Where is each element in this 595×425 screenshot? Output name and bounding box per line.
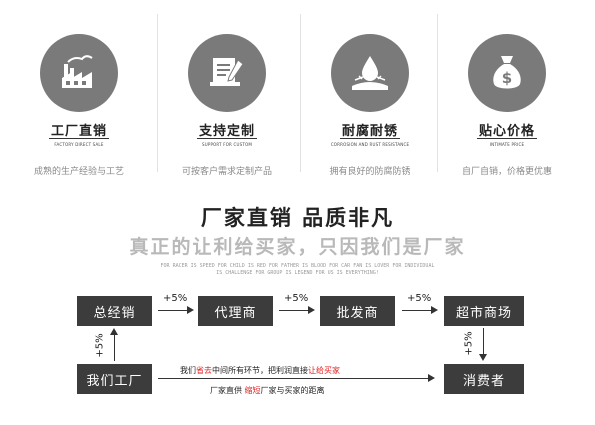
feature-description: 成熟的生产经验与工艺: [33, 167, 124, 177]
water-drop-icon-circle: [331, 34, 409, 112]
feature-en-caption: CORROSION AND RUST RESISTANCE: [330, 142, 410, 147]
arrow-right-icon: [431, 306, 438, 314]
feature-factory-direct: 工厂直销 FACTORY DIRECT SALE 成熟的生产经验与工艺: [14, 12, 144, 177]
money-bag-icon: $: [493, 56, 521, 89]
feature-title: 贴心价格: [478, 124, 535, 139]
arrow-right-icon: [428, 374, 435, 382]
svg-text:$: $: [502, 69, 512, 87]
money-bag-icon-circle: $: [468, 34, 546, 112]
feature-description: 自厂自销，价格更优惠: [461, 167, 552, 177]
highlight-text: 让给买家: [308, 366, 340, 375]
feature-title: 支持定制: [198, 124, 255, 139]
feature-corrosion: 耐腐耐锈 CORROSION AND RUST RESISTANCE 拥有良好的…: [305, 12, 435, 177]
agent-box: 代理商: [198, 296, 273, 326]
direct-savings-text: 我们省去中间所有环节，把利润直接让给买家: [180, 365, 340, 376]
arrow-line: [402, 310, 432, 311]
supermarket-box: 超市商场: [444, 296, 524, 326]
feature-underline: [197, 138, 257, 139]
feature-underline: [49, 138, 109, 139]
feature-title: 工厂直销: [50, 124, 107, 139]
arrow-line: [158, 310, 188, 311]
feature-en-caption: INTIMATE PRICE: [489, 142, 525, 147]
text-part: 我们: [180, 366, 196, 375]
highlight-text: 省去: [196, 366, 212, 375]
factory-icon: [62, 55, 93, 88]
consumer-box: 消费者: [444, 364, 524, 394]
general-distributor-box: 总经销: [77, 296, 152, 326]
wholesaler-box: 批发商: [320, 296, 395, 326]
arrow-right-icon: [187, 306, 194, 314]
feature-price: $ 贴心价格 INTIMATE PRICE 自厂自销，价格更优惠: [442, 12, 572, 177]
markup-label: +5%: [163, 293, 188, 304]
feature-custom: 支持定制 SUPPORT FOR CUSTOM 可按客户需求定制产品: [162, 12, 292, 177]
text-part: 厂家与买家的距离: [260, 386, 325, 395]
factory-icon-circle: [40, 34, 118, 112]
arrow-line: [279, 310, 309, 311]
markup-label: +5%: [407, 293, 432, 304]
factory-box: 我们工厂: [77, 364, 152, 394]
feature-en-caption: SUPPORT FOR CUSTOM: [201, 142, 253, 147]
arrow-up-icon: [110, 328, 118, 335]
feature-underline: [477, 138, 537, 139]
arrow-line: [483, 328, 484, 355]
arrow-down-icon: [479, 354, 487, 361]
direct-supply-text: 厂家直供 缩短厂家与买家的距离: [210, 385, 325, 396]
feature-title: 耐腐耐锈: [341, 124, 398, 139]
feature-description: 拥有良好的防腐防锈: [329, 167, 411, 177]
direct-arrow-line: [158, 378, 428, 379]
arrow-line: [114, 334, 115, 361]
divider: [300, 14, 301, 172]
arrow-right-icon: [308, 306, 315, 314]
feature-description: 可按客户需求定制产品: [181, 167, 272, 177]
text-part: 厂家直供: [210, 386, 245, 395]
subheadline: 真正的让利给买家，只因我们是厂家: [129, 236, 466, 258]
text-part: 中间所有环节，把利润直接: [212, 366, 308, 375]
markup-label: +5%: [94, 333, 106, 358]
feature-underline: [340, 138, 400, 139]
divider: [437, 14, 438, 172]
water-drop-icon: [352, 56, 388, 90]
headline: 厂家直销 品质非凡: [200, 206, 395, 230]
divider: [157, 14, 158, 172]
highlight-text: 缩短: [244, 386, 261, 395]
feature-en-caption: FACTORY DIRECT SALE: [54, 142, 104, 147]
motto-line-1: FOR RACER IS SPEED FOR CHILD IS RED FOR …: [160, 263, 435, 269]
markup-label: +5%: [284, 293, 309, 304]
markup-label: +5%: [463, 331, 475, 356]
motto-line-2: IS CHALLENGE FOR GROUP IS LEGEND FOR US …: [216, 270, 379, 276]
document-pen-icon-circle: [188, 34, 266, 112]
document-pen-icon: [210, 58, 244, 86]
